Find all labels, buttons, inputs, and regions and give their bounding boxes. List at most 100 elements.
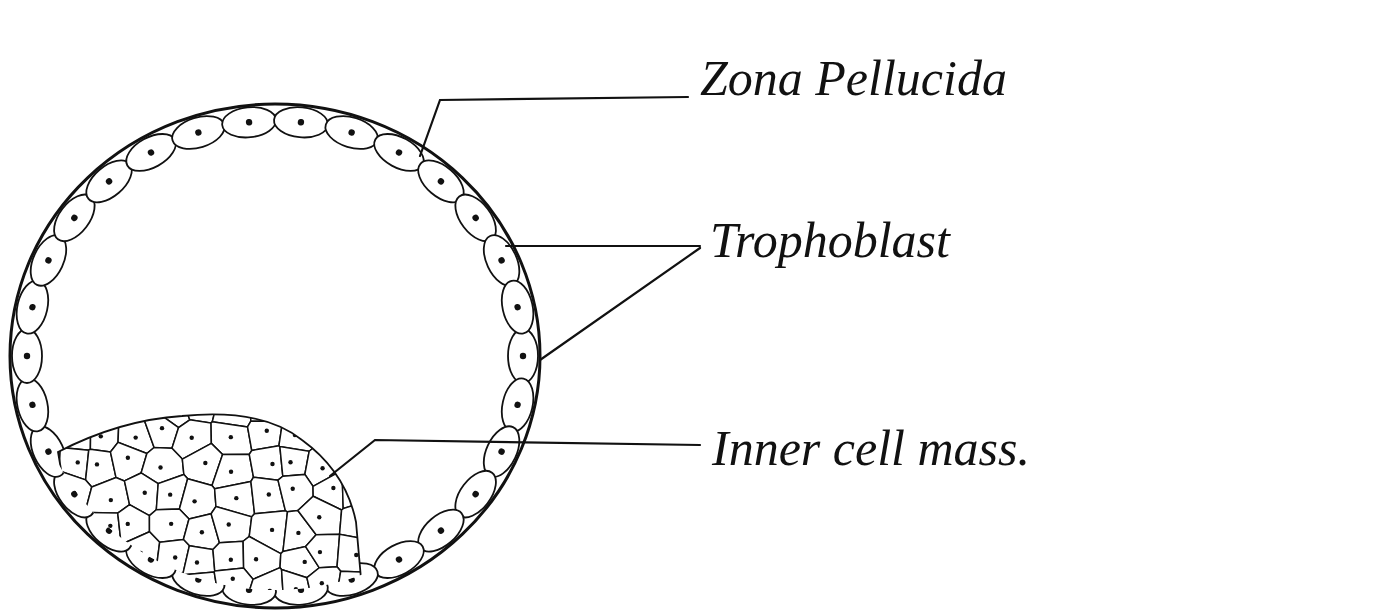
cell-nucleus xyxy=(334,402,338,406)
cell-nucleus xyxy=(291,486,295,490)
cell-nucleus xyxy=(356,440,360,444)
cell-nucleus xyxy=(270,528,274,532)
cell-outline xyxy=(221,105,278,140)
icm-cell xyxy=(125,532,159,573)
cell-nucleus xyxy=(44,447,53,456)
cell-nucleus xyxy=(514,303,522,311)
cell-nucleus xyxy=(169,522,173,526)
icm-cell xyxy=(249,446,283,480)
leader-line xyxy=(420,97,688,156)
cell-nucleus xyxy=(70,213,79,222)
icm-cell xyxy=(126,571,163,613)
cell-nucleus xyxy=(44,256,53,265)
cell-nucleus xyxy=(99,434,103,438)
trophoblast-cell xyxy=(12,375,53,434)
trophoblast-cell xyxy=(168,110,228,155)
cell-nucleus xyxy=(76,460,80,464)
cell-nucleus xyxy=(139,551,143,555)
part-label: Trophoblast xyxy=(710,213,950,268)
cell-nucleus xyxy=(520,353,526,359)
cell-nucleus xyxy=(141,588,145,592)
icm-cell xyxy=(242,568,284,613)
cell-nucleus xyxy=(395,555,404,564)
cell-nucleus xyxy=(29,401,37,409)
cell-nucleus xyxy=(320,581,324,585)
icm-cell xyxy=(20,447,60,479)
icm-cell xyxy=(151,566,184,613)
cell-nucleus xyxy=(232,410,236,414)
cell-nucleus xyxy=(165,581,169,585)
cell-nucleus xyxy=(395,148,404,157)
cell-nucleus xyxy=(67,529,71,533)
cell-outline xyxy=(497,375,538,434)
cell-outline xyxy=(168,110,228,155)
cell-nucleus xyxy=(195,401,199,405)
icm-cell xyxy=(316,420,352,457)
icm-cell xyxy=(214,568,253,613)
cell-nucleus xyxy=(297,119,304,126)
icm-cell xyxy=(20,542,55,582)
icm-cell xyxy=(88,513,121,542)
cell-nucleus xyxy=(254,557,258,561)
cell-nucleus xyxy=(246,119,253,126)
cell-nucleus xyxy=(37,434,41,438)
cell-nucleus xyxy=(32,556,36,560)
cell-nucleus xyxy=(203,461,207,465)
cell-nucleus xyxy=(29,528,33,532)
trophoblast-cell xyxy=(321,110,381,155)
trophoblast-cell xyxy=(12,278,53,337)
cell-nucleus xyxy=(197,582,201,586)
icm-cell xyxy=(55,539,95,578)
cell-nucleus xyxy=(348,128,356,136)
cell-nucleus xyxy=(66,487,70,491)
cell-nucleus xyxy=(173,555,177,559)
trophoblast-cell xyxy=(508,329,538,383)
cell-nucleus xyxy=(147,148,156,157)
inner-cell-mass xyxy=(20,390,400,613)
icm-cell xyxy=(50,510,91,549)
cell-nucleus xyxy=(29,303,37,311)
icm-cell xyxy=(110,390,155,423)
icm-cell xyxy=(334,571,400,613)
icm-cell xyxy=(20,390,57,417)
cell-nucleus xyxy=(168,492,172,496)
cell-outline xyxy=(12,375,53,434)
cell-outline xyxy=(508,329,538,383)
cell-nucleus xyxy=(267,492,271,496)
cell-nucleus xyxy=(354,553,358,557)
icm-cell xyxy=(343,415,400,455)
cell-nucleus xyxy=(288,460,292,464)
cell-nucleus xyxy=(317,515,321,519)
cell-nucleus xyxy=(265,429,269,433)
icm-cell xyxy=(59,447,89,479)
cell-nucleus xyxy=(46,583,50,587)
cell-nucleus xyxy=(294,587,298,591)
cell-nucleus xyxy=(195,560,199,564)
cell-nucleus xyxy=(74,554,78,558)
icm-cell xyxy=(20,505,51,545)
cell-nucleus xyxy=(268,589,272,593)
leader-line xyxy=(540,248,700,360)
icm-cell xyxy=(337,534,400,573)
cell-nucleus xyxy=(270,462,274,466)
icm-cell xyxy=(86,478,130,514)
icm-cell xyxy=(212,390,251,427)
leader-line xyxy=(330,440,700,476)
icm-cell xyxy=(306,534,340,568)
icm-cell xyxy=(60,416,91,451)
cell-nucleus xyxy=(105,177,114,186)
cell-outline xyxy=(12,278,53,337)
cell-nucleus xyxy=(471,490,480,499)
trophoblast-cells xyxy=(12,105,538,608)
cell-nucleus xyxy=(296,531,300,535)
cell-nucleus xyxy=(320,466,324,470)
trophoblast-cell xyxy=(221,105,278,140)
cell-nucleus xyxy=(353,586,357,590)
cell-nucleus xyxy=(133,435,137,439)
cell-nucleus xyxy=(265,410,269,414)
cell-nucleus xyxy=(300,402,304,406)
icm-cell xyxy=(307,567,341,613)
cell-nucleus xyxy=(200,530,204,534)
cell-nucleus xyxy=(360,519,364,523)
